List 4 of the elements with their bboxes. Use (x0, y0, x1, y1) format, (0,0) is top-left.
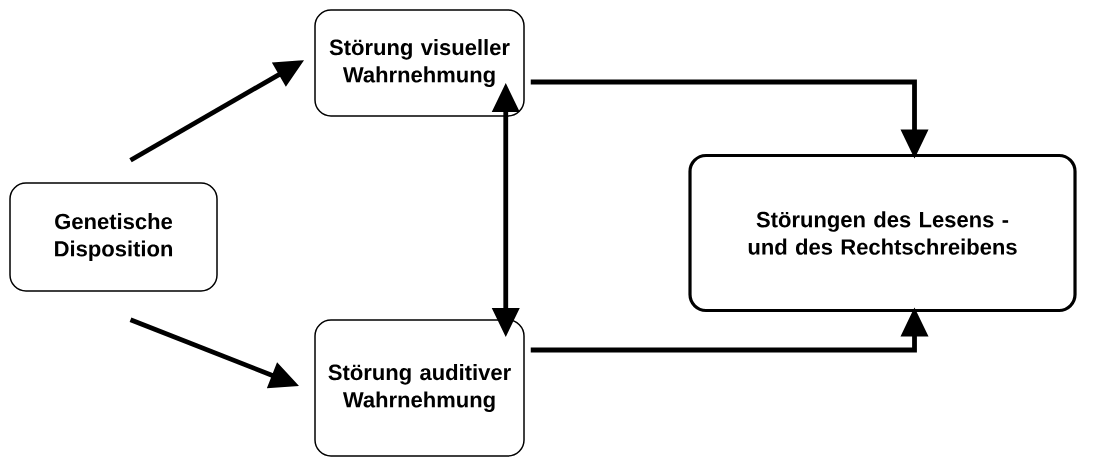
process-box: Genetische Disposition (9, 182, 218, 292)
process-box: Störungen des Lesens - und des Rechtschreibens (688, 153, 1077, 313)
process-box: Störung auditiver Wahrnehmung (314, 319, 525, 457)
process-box: Störung visueller Wahrnehmung (314, 9, 525, 117)
